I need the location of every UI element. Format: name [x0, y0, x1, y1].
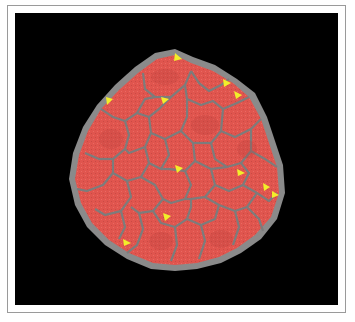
- microscopy-panel: [15, 13, 338, 305]
- cell-cluster-image: [15, 13, 338, 305]
